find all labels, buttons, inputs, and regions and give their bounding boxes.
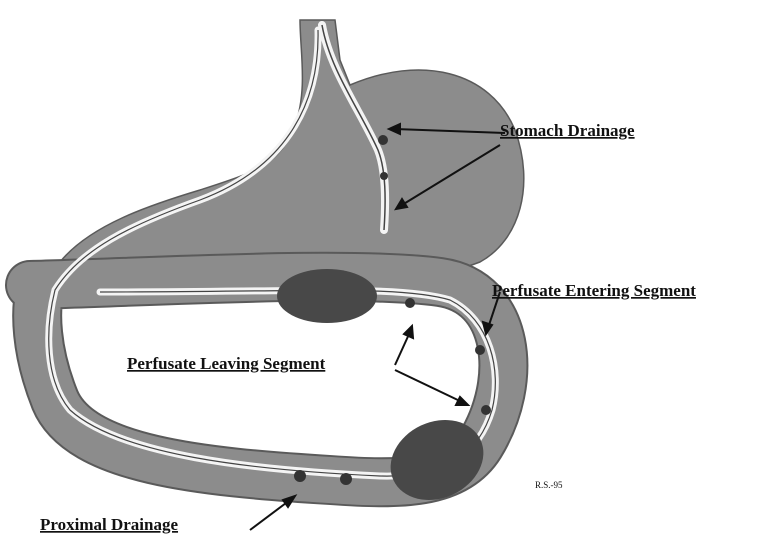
proximal-balloon <box>277 269 377 323</box>
signature-text: R.S.-95 <box>535 480 563 490</box>
perfusate-leaving-label: Perfusate Leaving Segment <box>127 354 326 373</box>
proximal-drainage-label: Proximal Drainage <box>40 515 178 534</box>
stomach-drainage-label: Stomach Drainage <box>500 121 635 140</box>
perfusate-entering-label: Perfusate Entering Segment <box>492 281 696 300</box>
